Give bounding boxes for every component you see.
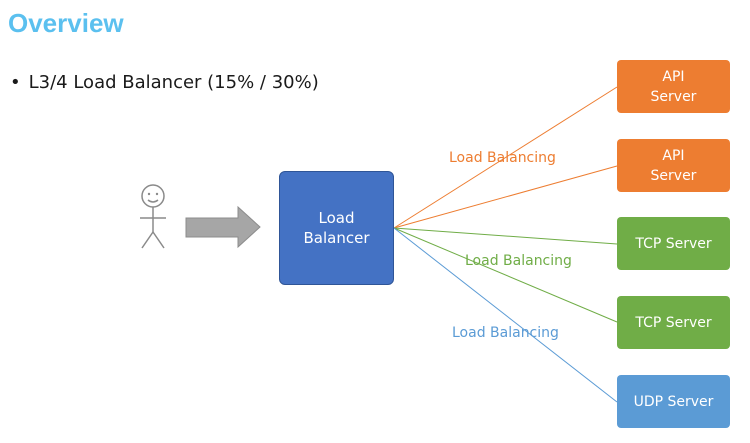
server-api-1: API Server [617, 60, 730, 113]
connector-lines [393, 86, 618, 403]
bullet-text: L3/4 Load Balancer (15% / 30%) [28, 72, 319, 93]
bullet-dot: • [10, 72, 21, 93]
connector-api-1 [393, 86, 618, 229]
server-tcp-1: TCP Server [617, 217, 730, 270]
edge-label-blue: Load Balancing [452, 325, 559, 341]
server-api-2: API Server [617, 139, 730, 192]
connector-api-2 [393, 165, 618, 229]
right-arrow-icon [185, 205, 261, 249]
server-label: TCP Server [635, 235, 712, 252]
connector-tcp-2 [393, 227, 618, 323]
server-label: TCP Server [635, 314, 712, 331]
server-label: API Server [650, 147, 697, 184]
load-balancer-label: Load Balancer [303, 209, 370, 247]
edge-label-green: Load Balancing [465, 253, 572, 269]
server-udp: UDP Server [617, 375, 730, 428]
load-balancer-box: Load Balancer [279, 171, 394, 285]
edge-label-orange: Load Balancing [449, 150, 556, 166]
connector-tcp-1 [393, 227, 618, 245]
server-label: UDP Server [633, 393, 714, 410]
bullet-item: • L3/4 Load Balancer (15% / 30%) [10, 72, 319, 93]
stick-figure-user-icon [140, 184, 166, 249]
server-tcp-2: TCP Server [617, 296, 730, 349]
connector-udp [393, 227, 618, 403]
server-label: API Server [650, 68, 697, 105]
page-title: Overview [8, 8, 124, 38]
